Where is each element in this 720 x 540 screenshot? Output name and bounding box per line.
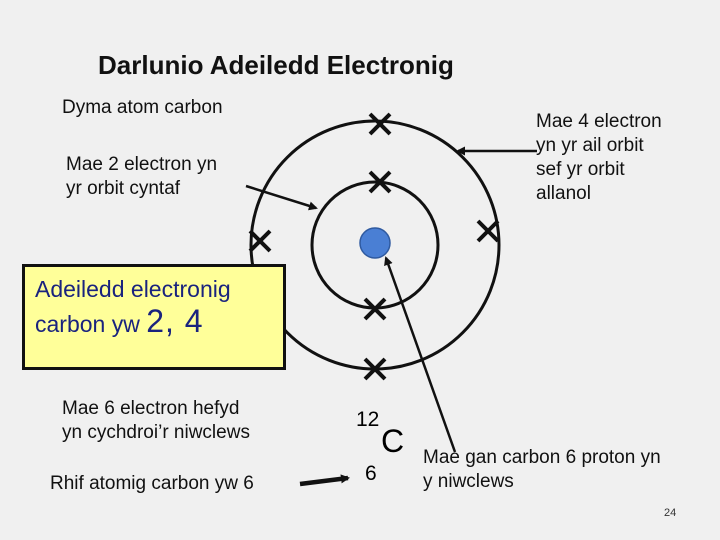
arrow-nucleus [384, 256, 457, 453]
outer-orbit-label-line2: yn yr ail orbit [536, 135, 644, 156]
orbiting-label-line1: Mae 6 electron hefyd [62, 398, 240, 419]
summary-prefix: carbon yw [35, 311, 147, 337]
outer-orbit-label: Mae 4 electron yn yr ail orbit sef yr or… [536, 110, 662, 206]
electron-marker [363, 357, 387, 381]
page-number: 24 [664, 507, 677, 519]
mass-number: 12 [356, 408, 380, 431]
outer-orbit-label-line1: Mae 4 electron [536, 111, 662, 132]
outer-orbit-label-line3: sef yr orbit [536, 159, 625, 180]
electron-marker [368, 170, 392, 194]
electron-marker [368, 112, 392, 136]
atomic-number-label: Rhif atomig carbon yw 6 [50, 473, 254, 494]
outer-orbit-label-line4: allanol [536, 183, 591, 204]
electron-marker [248, 229, 272, 253]
orbiting-label: Mae 6 electron hefyd yn cychdroi’r niwcl… [62, 397, 250, 445]
summary-line2: carbon yw 2, 4 [35, 305, 273, 340]
electron-marker [476, 219, 500, 243]
electron-marker [363, 297, 387, 321]
first-orbit-label-line2: yr orbit cyntaf [66, 178, 181, 199]
protons-label-line2: y niwclews [423, 471, 514, 492]
protons-label: Mae gan carbon 6 proton yn y niwclews [423, 446, 661, 494]
arrow-atomic-number [299, 474, 350, 487]
atomic-number: 6 [365, 462, 377, 485]
page-title: Darlunio Adeiledd Electronig [98, 50, 454, 80]
summary-line1: Adeiledd electronig [35, 276, 231, 302]
electron-configuration: 2, 4 [146, 303, 204, 339]
nucleus [359, 227, 391, 259]
first-orbit-label: Mae 2 electron yn yr orbit cyntaf [66, 153, 217, 201]
atom-intro-label: Dyma atom carbon [62, 97, 223, 118]
orbiting-label-line2: yn cychdroi’r niwclews [62, 422, 250, 443]
arrow-first-orbit [245, 184, 318, 211]
electronic-configuration-box: Adeiledd electronig carbon yw 2, 4 [22, 264, 286, 370]
protons-label-line1: Mae gan carbon 6 proton yn [423, 447, 661, 468]
first-orbit-label-line1: Mae 2 electron yn [66, 154, 218, 175]
element-symbol: C [381, 423, 405, 459]
